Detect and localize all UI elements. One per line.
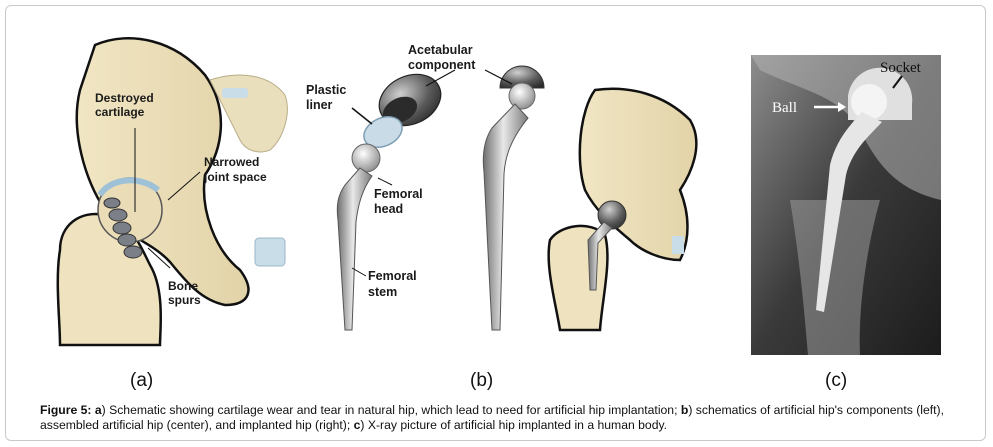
label-liner-2: liner	[306, 98, 333, 112]
xray-ball	[851, 84, 887, 120]
label-narrowed-2: joint space	[203, 170, 267, 184]
label-acetabular-2: component	[408, 58, 476, 72]
implanted-tissue	[672, 236, 684, 254]
arrow-socket	[892, 75, 903, 89]
panel-b-tag: (b)	[470, 370, 493, 391]
panel-c-xray: Socket Ball	[751, 55, 941, 355]
arrow-liner	[351, 107, 373, 125]
pointer-narrowed	[167, 171, 201, 201]
label-spurs-1: Bone	[168, 279, 198, 293]
panel-c-tag: (c)	[825, 370, 847, 391]
cartilage	[97, 177, 160, 197]
panel-a-illustration: Destroyed cartilage Narrowed joint space…	[56, 37, 288, 347]
disc-upper	[222, 88, 248, 98]
arrow-acetabular-1	[425, 69, 456, 87]
arrow-head	[377, 177, 393, 186]
label-ball: Ball	[772, 100, 797, 116]
panel-b-illustration: Acetabular component Plastic liner Femor…	[306, 43, 698, 332]
label-narrowed-1: Narrowed	[204, 155, 259, 169]
sacrum-bone	[209, 74, 288, 153]
caption-b-text: ) schematics of artificial hip's compone…	[40, 403, 944, 432]
figure-caption: Figure 5: a) Schematic showing cartilage…	[40, 403, 960, 433]
label-stem-2: stem	[368, 285, 397, 299]
figure-artwork: Destroyed cartilage Narrowed joint space…	[56, 37, 941, 391]
xray-stem	[816, 112, 882, 312]
arrowhead-ball	[838, 102, 846, 112]
caption-a-letter: a	[94, 403, 102, 417]
label-liner-1: Plastic	[306, 83, 346, 97]
plastic-liner	[363, 116, 403, 148]
arrow-acetabular-2	[484, 69, 513, 85]
implanted-stem	[587, 221, 613, 291]
arrow-stem	[351, 267, 367, 277]
label-acetabular-1: Acetabular	[408, 43, 473, 57]
femoral-head-exploded	[351, 143, 381, 173]
xray-femur-shadow	[790, 200, 880, 355]
label-destroyed-2: cartilage	[95, 105, 145, 119]
femoral-stem-exploded	[336, 167, 373, 331]
label-head-1: Femoral	[374, 187, 423, 201]
pointer-spurs	[147, 247, 171, 269]
label-stem-1: Femoral	[368, 269, 417, 283]
caption-a-text: ) Schematic showing cartilage wear and t…	[101, 403, 681, 417]
caption-prefix: Figure 5:	[40, 403, 92, 417]
caption-c-letter: c	[353, 418, 361, 432]
label-spurs-2: spurs	[168, 293, 201, 307]
implanted-cup	[597, 200, 627, 230]
label-destroyed-1: Destroyed	[95, 91, 154, 105]
joint-tissue	[254, 237, 286, 267]
panel-a-tag: (a)	[130, 370, 153, 391]
label-socket: Socket	[880, 60, 922, 76]
caption-c-text: ) X-ray picture of artificial hip implan…	[360, 418, 668, 432]
caption-b-letter: b	[680, 403, 689, 417]
bone-spurs-shapes	[103, 197, 143, 259]
femoral-head-assembled	[508, 82, 536, 110]
label-head-2: head	[374, 202, 403, 216]
femoral-stem-assembled	[482, 103, 529, 331]
